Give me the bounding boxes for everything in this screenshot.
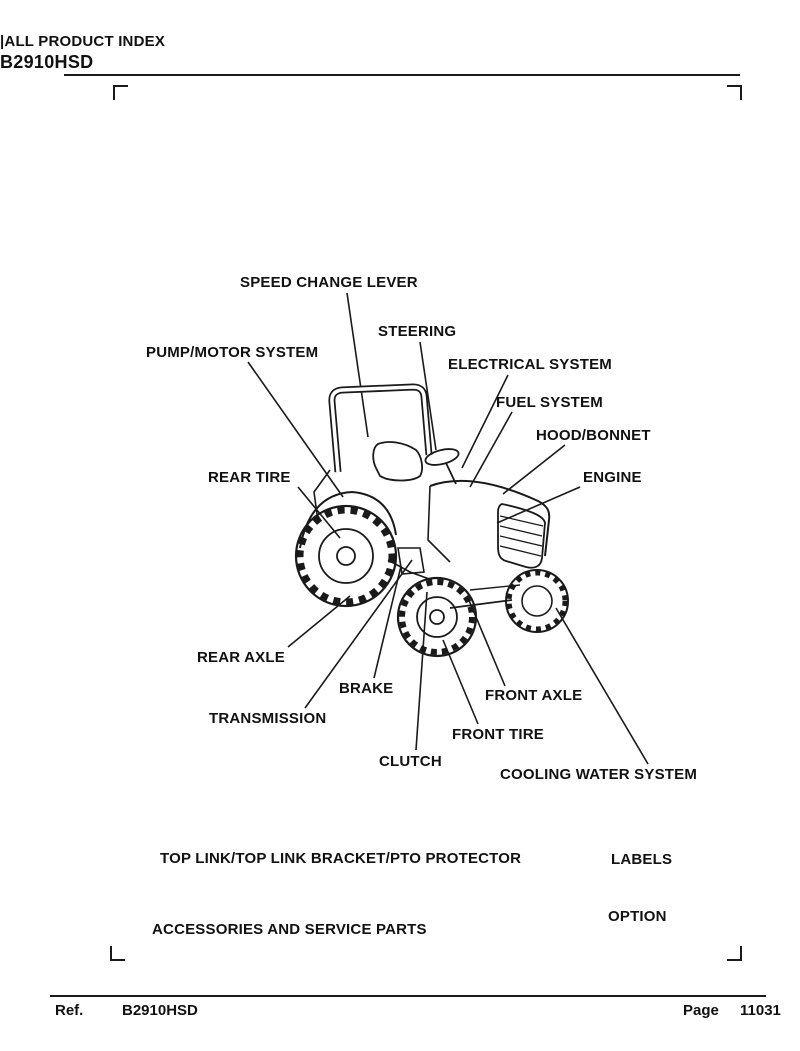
rops-bar-outer [328,383,433,473]
rops-bar-inner [330,385,431,473]
rear-hitch [313,469,331,515]
callout-steering [419,341,437,451]
index-label-steering[interactable]: STEERING [378,323,457,340]
page-title-text: ALL PRODUCT INDEX [4,33,166,50]
chassis-line [387,559,433,581]
front-wheel-near [396,576,478,658]
index-label-clutch[interactable]: CLUTCH [379,753,442,770]
footer-divider [50,995,766,997]
index-label-pump-motor-system[interactable]: PUMP/MOTOR SYSTEM [146,344,319,361]
index-label-electrical-system[interactable]: ELECTRICAL SYSTEM [448,356,612,373]
footer-page-value: 11031 [740,1002,781,1019]
callout-clutch [415,591,428,751]
rear-fender [299,490,397,549]
index-label-accessories-service-parts[interactable]: ACCESSORIES AND SERVICE PARTS [152,921,427,938]
index-label-top-link-pto-protector[interactable]: TOP LINK/TOP LINK BRACKET/PTO PROTECTOR [160,850,522,867]
crop-mark-top-right [727,85,742,100]
front-axle-line [449,599,513,609]
callout-engine [496,486,581,524]
footer-ref-value: B2910HSD [122,1002,198,1019]
index-label-front-tire[interactable]: FRONT TIRE [452,726,544,743]
gearbox [397,547,425,575]
crop-mark-bottom-left [110,946,125,961]
callout-rear-tire [297,486,341,539]
callout-hood-bonnet [502,444,566,495]
header-divider [64,74,740,76]
callout-cooling-water-system [555,607,649,765]
crop-mark-bottom-right [727,946,742,961]
seat [372,441,423,482]
callout-rear-axle [287,595,351,648]
index-label-cooling-water-system[interactable]: COOLING WATER SYSTEM [500,766,698,783]
callout-fuel-system [469,411,513,488]
index-label-rear-axle[interactable]: REAR AXLE [197,649,285,666]
tractor-illustration [294,383,569,658]
steering-wheel [424,448,460,466]
front-grille [497,503,546,569]
index-label-front-axle[interactable]: FRONT AXLE [485,687,583,704]
callout-front-axle [467,597,506,687]
index-label-labels[interactable]: LABELS [611,851,673,868]
page-title: |ALL PRODUCT INDEX [0,33,800,50]
index-label-engine[interactable]: ENGINE [583,469,642,486]
title-caret: | [0,33,5,50]
crop-mark-top-left [113,85,128,100]
hood-outline [429,479,551,557]
index-label-brake[interactable]: BRAKE [339,680,394,697]
index-label-rear-tire[interactable]: REAR TIRE [208,469,291,486]
model-number: B2910HSD [0,52,94,72]
index-label-hood-bonnet[interactable]: HOOD/BONNET [536,427,651,444]
index-label-transmission[interactable]: TRANSMISSION [209,710,327,727]
steering-column [445,462,457,485]
callout-electrical-system [461,374,509,469]
index-label-speed-change-lever[interactable]: SPEED CHANGE LEVER [240,274,418,291]
hood-side [427,485,451,563]
footer-page-label: Page [683,1002,719,1019]
callout-front-tire [442,639,479,725]
callout-brake [373,565,402,679]
index-label-fuel-system[interactable]: FUEL SYSTEM [496,394,603,411]
drive-shaft [469,584,521,591]
index-label-option[interactable]: OPTION [608,908,667,925]
front-wheel-far [505,569,569,633]
grille-slats [499,515,544,557]
rear-wheel [294,504,398,608]
footer-ref-label: Ref. [55,1002,84,1019]
callout-speed-change-lever [346,292,369,438]
